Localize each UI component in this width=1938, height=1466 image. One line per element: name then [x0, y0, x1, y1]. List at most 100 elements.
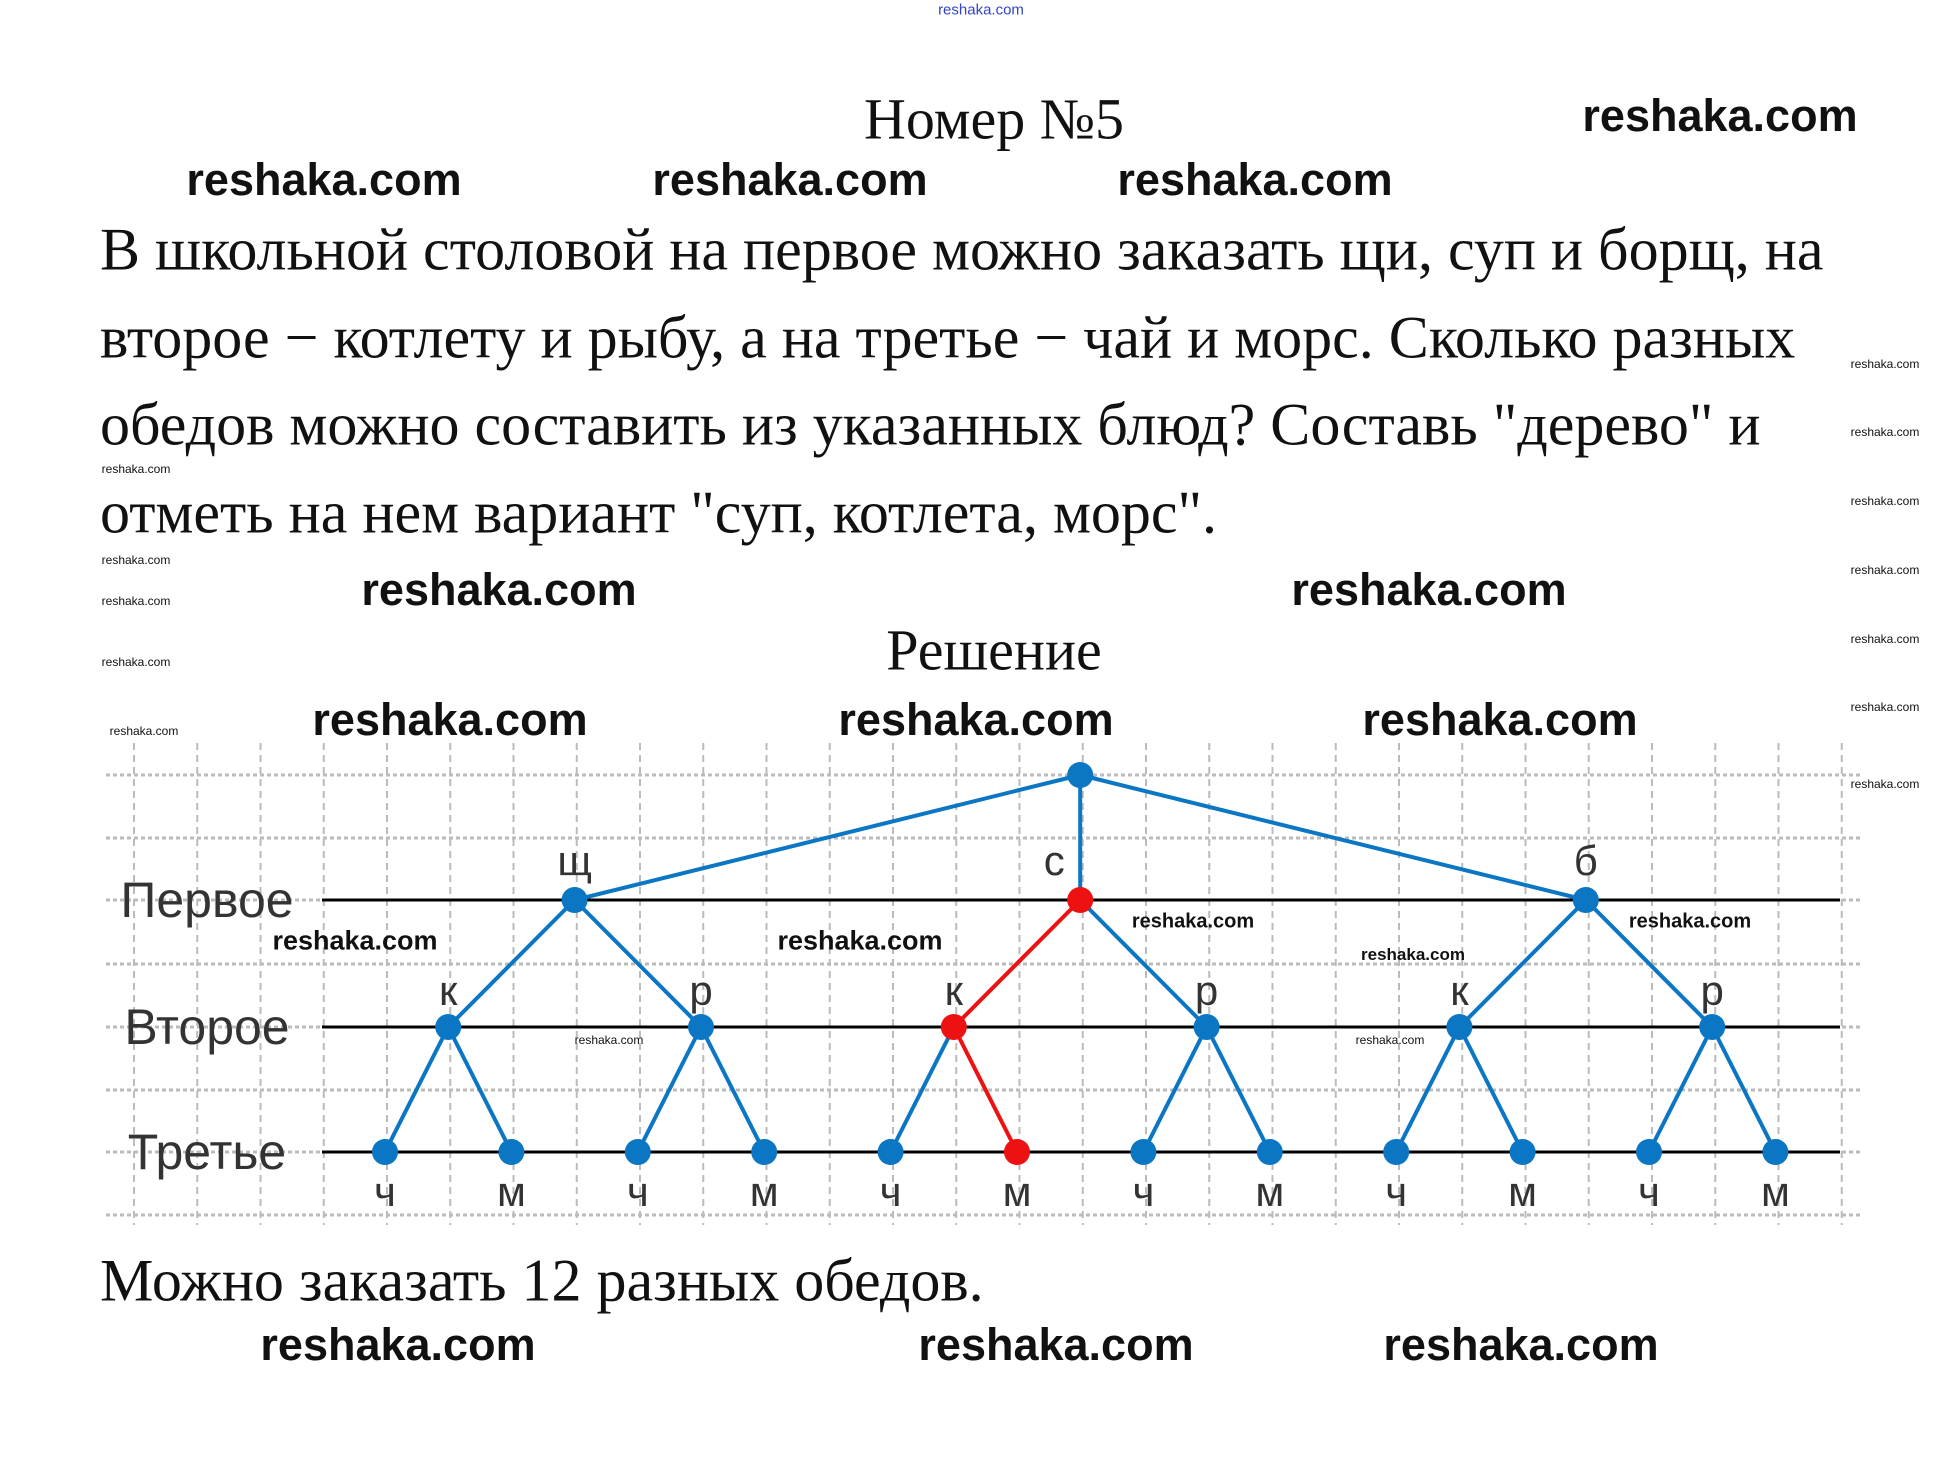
watermark: reshaka.com — [1850, 425, 1920, 439]
leaf-label: ч — [374, 1168, 396, 1215]
problem-line: обедов можно составить из указанных блюд… — [100, 391, 1761, 458]
leaf-label: м — [1255, 1168, 1284, 1215]
tree-node-third — [1509, 1139, 1536, 1165]
node-label: р — [689, 967, 712, 1014]
watermark: reshaka.com — [777, 925, 943, 956]
watermark: reshaka.com — [109, 724, 179, 738]
watermark: reshaka.com — [1117, 154, 1393, 205]
watermark: reshaka.com — [361, 564, 637, 615]
tree-edge — [1710, 1026, 1778, 1153]
node-label: к — [439, 967, 458, 1014]
tree-edge — [1078, 898, 1209, 1029]
watermark: reshaka.com — [652, 154, 928, 205]
tree-node-third — [372, 1139, 398, 1165]
tree-node-second — [1699, 1014, 1726, 1040]
tree-node-second — [435, 1014, 462, 1040]
tree-edge — [1394, 1026, 1462, 1153]
answer-text: Можно заказать 12 разных обедов. — [100, 1247, 984, 1314]
node-label: б — [1574, 837, 1598, 884]
tree-node-second — [1193, 1014, 1220, 1040]
solution-heading: Решение — [886, 617, 1102, 683]
watermark: reshaka.com — [938, 1, 1024, 19]
node-label: к — [1450, 967, 1469, 1014]
watermark: reshaka.com — [1383, 1319, 1659, 1370]
tree-node-third — [1762, 1139, 1789, 1165]
watermark: reshaka.com — [1850, 632, 1920, 646]
highlighted-edge — [952, 1026, 1019, 1153]
tree-edge — [1141, 1026, 1209, 1153]
leaf-label: м — [1761, 1168, 1790, 1215]
node-label: с — [1044, 837, 1065, 884]
row-label: Второе — [124, 999, 289, 1055]
tree-edge — [1457, 1026, 1525, 1153]
watermark: reshaka.com — [101, 462, 171, 476]
tree-node-first — [561, 887, 588, 913]
problem-line: второе − котлету и рыбу, а на третье − ч… — [100, 304, 1796, 371]
watermark: reshaka.com — [1850, 700, 1920, 714]
highlighted-node — [940, 1014, 967, 1040]
tree-node-third — [1383, 1139, 1410, 1165]
page-title: Номер №5 — [863, 86, 1125, 152]
tree-node-second — [1446, 1014, 1473, 1040]
watermark: reshaka.com — [1850, 357, 1920, 371]
watermark: reshaka.com — [1291, 564, 1567, 615]
node-label: р — [1701, 967, 1724, 1014]
tree-edge — [1204, 1026, 1272, 1153]
leaf-label: ч — [1385, 1168, 1407, 1215]
tree-node-first — [1572, 887, 1599, 913]
tree-node-third — [751, 1139, 778, 1165]
tree-node-second — [688, 1014, 714, 1040]
watermark: reshaka.com — [1361, 945, 1465, 964]
watermark: reshaka.com — [101, 655, 171, 669]
node-label: р — [1195, 967, 1218, 1014]
watermark: reshaka.com — [312, 694, 588, 745]
tree-edge — [1647, 1026, 1714, 1153]
watermark: reshaka.com — [260, 1319, 536, 1370]
tree-edge — [699, 1026, 766, 1153]
root-node — [1067, 762, 1094, 788]
problem-line: отметь на нем вариант "суп, котлета, мор… — [100, 479, 1218, 546]
watermark: reshaka.com — [838, 694, 1114, 745]
highlighted-edge — [952, 898, 1082, 1029]
leaf-label: ч — [627, 1168, 649, 1215]
node-label: к — [945, 967, 964, 1014]
watermark: reshaka.com — [1131, 910, 1255, 933]
tree-node-third — [1130, 1139, 1157, 1165]
tree-edge — [1457, 898, 1588, 1029]
row-label: Третье — [128, 1124, 286, 1180]
tree-edge — [1079, 773, 1587, 902]
watermark: reshaka.com — [1850, 777, 1920, 791]
watermark: reshaka.com — [101, 553, 171, 567]
tree-edge — [446, 898, 577, 1029]
watermark: reshaka.com — [101, 594, 171, 608]
highlighted-node — [1004, 1139, 1030, 1165]
leaf-label: м — [750, 1168, 779, 1215]
watermark: reshaka.com — [272, 925, 438, 956]
node-label: щ — [557, 837, 592, 884]
leaf-label: ч — [880, 1168, 902, 1215]
tree-node-third — [624, 1139, 651, 1165]
tree-node-third — [498, 1139, 525, 1165]
watermark: reshaka.com — [1850, 494, 1920, 508]
tree-edge — [446, 1026, 514, 1153]
tree-node-third — [877, 1139, 904, 1165]
tree-edge — [574, 773, 1081, 902]
leaf-label: м — [1508, 1168, 1537, 1215]
watermark: reshaka.com — [1582, 90, 1858, 141]
watermark: reshaka.com — [1362, 694, 1638, 745]
watermark: reshaka.com — [1628, 910, 1752, 933]
tree-edge — [1584, 898, 1714, 1029]
problem-line: В школьной столовой на первое можно зака… — [100, 216, 1824, 283]
leaf-label: ч — [1638, 1168, 1660, 1215]
watermark: reshaka.com — [918, 1319, 1194, 1370]
highlighted-node — [1067, 887, 1094, 913]
leaf-label: м — [497, 1168, 526, 1215]
watermark: reshaka.com — [574, 1033, 644, 1047]
leaf-label: ч — [1132, 1168, 1154, 1215]
watermark: reshaka.com — [1850, 563, 1920, 577]
tree-node-third — [1636, 1139, 1662, 1165]
leaf-label: м — [1003, 1168, 1032, 1215]
tree-node-third — [1256, 1139, 1283, 1165]
